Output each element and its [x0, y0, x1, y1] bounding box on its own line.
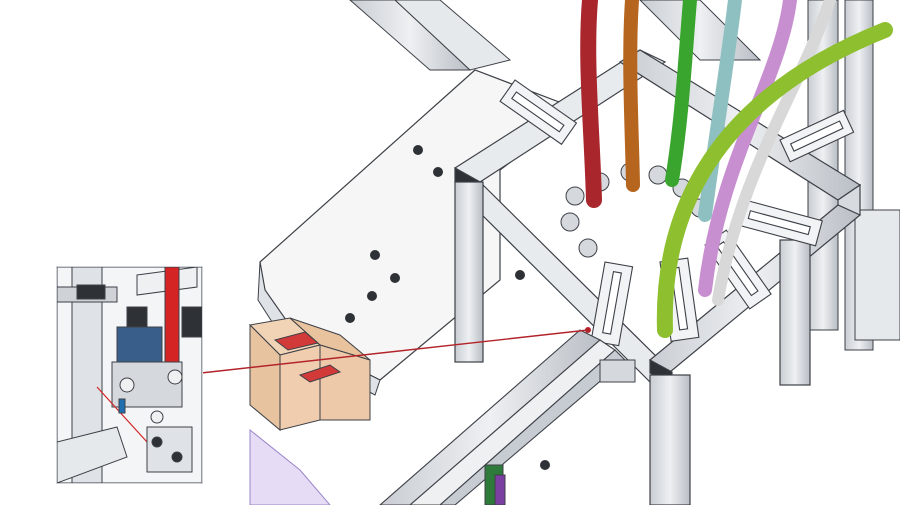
tube-lilac [698, 0, 797, 297]
tube-teal [698, 0, 742, 222]
tube-lime [656, 22, 893, 338]
tube-orange [623, 0, 640, 192]
callout-pointer-line [200, 329, 589, 374]
rail-fittings [484, 359, 636, 505]
lilac-panel [249, 428, 331, 505]
tube-bundle [580, 0, 893, 338]
slotted-brackets [499, 79, 855, 347]
tan-boxes [248, 317, 371, 432]
tube-white [712, 0, 836, 306]
callout-target-dot [585, 327, 591, 333]
tube-green [665, 0, 697, 187]
frame-legs [454, 181, 811, 505]
tube-red [580, 0, 602, 208]
plate-fasteners [345, 145, 550, 470]
detail-inset [56, 266, 203, 484]
